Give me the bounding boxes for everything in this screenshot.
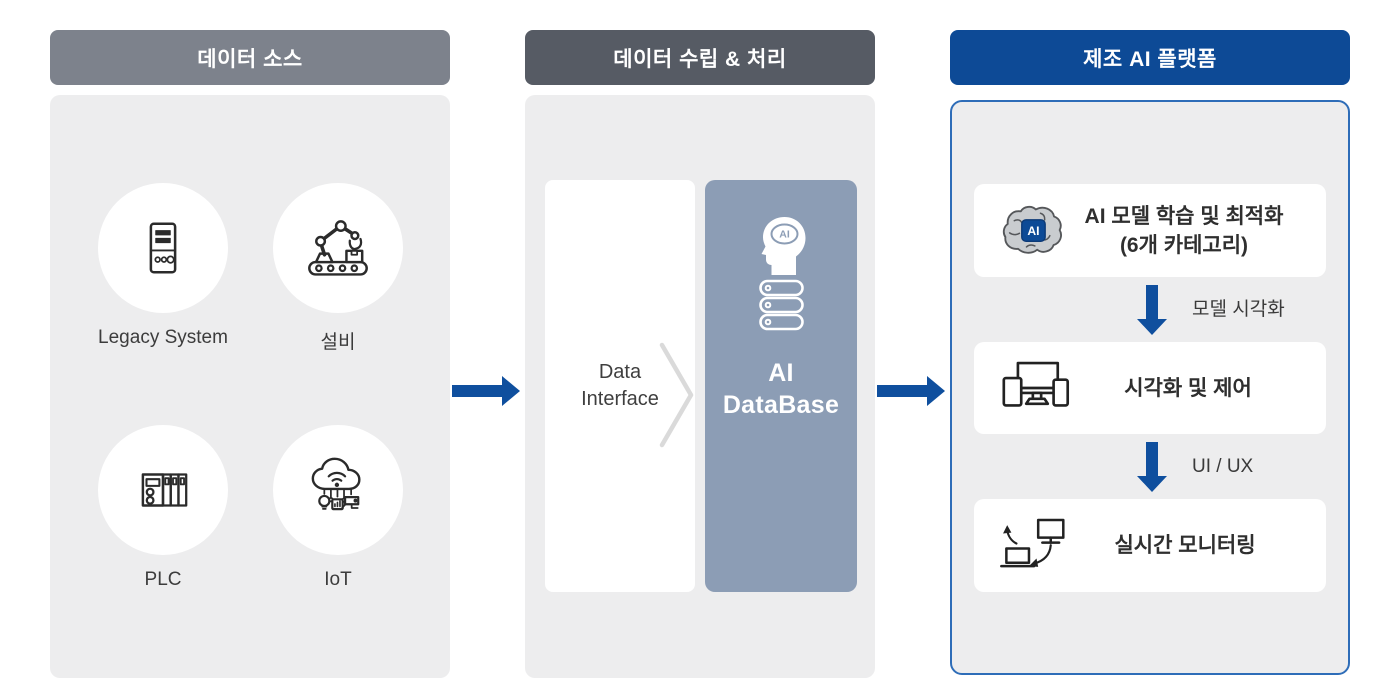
data-interface-line2: Interface [581,388,659,410]
arrow-shaft [1146,285,1158,319]
legacy-system-circle [98,183,228,313]
flow-arrow-source-to-processing [452,376,520,406]
platform-card-label: 실시간 모니터링 [1070,531,1326,560]
source-item-legacy-system: Legacy System [75,183,251,349]
platform-header: 제조 AI 플랫폼 [950,30,1350,85]
equipment-circle [273,183,403,313]
plc-circle [98,425,228,555]
flow-label-model-visualization: 모델 시각화 [1192,299,1285,320]
arrow-shaft [1146,442,1158,476]
processing-header-label: 데이터 수립 & 처리 [613,47,787,71]
processing-panel: Data Interface AI [525,95,875,678]
chevron-right-icon [659,342,694,448]
source-item-plc: PLC [75,425,251,591]
iot-circle [273,425,403,555]
source-item-iot: IoT [250,425,426,591]
source-item-label: 설비 [320,332,356,353]
ai-head-database-icon: AI [758,217,805,331]
platform-header-label: 제조 AI 플랫폼 [1083,47,1217,71]
platform-card-label: 시각화 및 제어 [1076,374,1326,403]
arrow-shaft [877,385,927,397]
platform-card-line2: (6개 카테고리) [1119,233,1249,257]
platform-card-model-training: AI AI 모델 학습 및 최적화 (6개 카테고리) [974,184,1326,277]
arrow-head-icon [1137,476,1167,492]
data-source-header: 데이터 소스 [50,30,450,85]
plc-cabinet-icon [141,473,188,507]
devices-icon-box [998,357,1076,419]
arrow-head-icon [1137,319,1167,335]
arrow-head-icon [502,376,520,406]
platform-card-line1: 시각화 및 제어 [1124,376,1252,400]
ai-badge-text: AI [1027,224,1039,238]
sync-devices-icon-box [998,515,1070,577]
sync-devices-icon [1000,518,1065,567]
flow-arrow-model-visualization [1137,285,1167,335]
data-interface-card: Data Interface [545,180,695,592]
flow-arrow-processing-to-platform [877,376,945,406]
flow-label-ui-ux: UI / UX [1192,456,1254,477]
robot-arm-icon [308,220,368,276]
iot-cloud-icon [311,457,361,511]
data-source-panel: Legacy System [50,95,450,678]
processing-header: 데이터 수립 & 처리 [525,30,875,85]
ai-database-label: AI DataBase [723,357,839,421]
ai-database-line1: AI [768,359,794,387]
source-item-label: PLC [144,569,182,590]
server-tower-icon [149,222,177,274]
ai-database-line2: DataBase [722,391,840,419]
platform-card-line1: 실시간 모니터링 [1114,534,1256,557]
arrow-shaft [452,385,502,397]
ai-badge-text: AI [779,229,790,241]
devices-icon [1002,361,1070,407]
source-item-equipment: 설비 [250,183,426,354]
ai-brain-icon-box: AI [998,202,1068,260]
flow-arrow-ui-ux [1137,442,1167,492]
platform-card-line1: AI 모델 학습 및 최적화 [1084,204,1284,228]
platform-panel: AI AI 모델 학습 및 최적화 (6개 카테고리) 모델 시각화 [950,100,1350,675]
data-interface-label: Data Interface [581,359,659,413]
platform-card-label: AI 모델 학습 및 최적화 (6개 카테고리) [1068,202,1326,260]
data-source-header-label: 데이터 소스 [197,47,303,71]
ai-database-card: AI AI DataBase [705,180,857,592]
source-item-label: IoT [324,569,352,590]
platform-card-realtime-monitoring: 실시간 모니터링 [974,499,1326,592]
arrow-head-icon [927,376,945,406]
data-interface-line1: Data [598,361,642,383]
platform-card-visualization-control: 시각화 및 제어 [974,342,1326,434]
ai-brain-icon: AI [1002,205,1062,254]
source-item-label: Legacy System [98,327,228,348]
